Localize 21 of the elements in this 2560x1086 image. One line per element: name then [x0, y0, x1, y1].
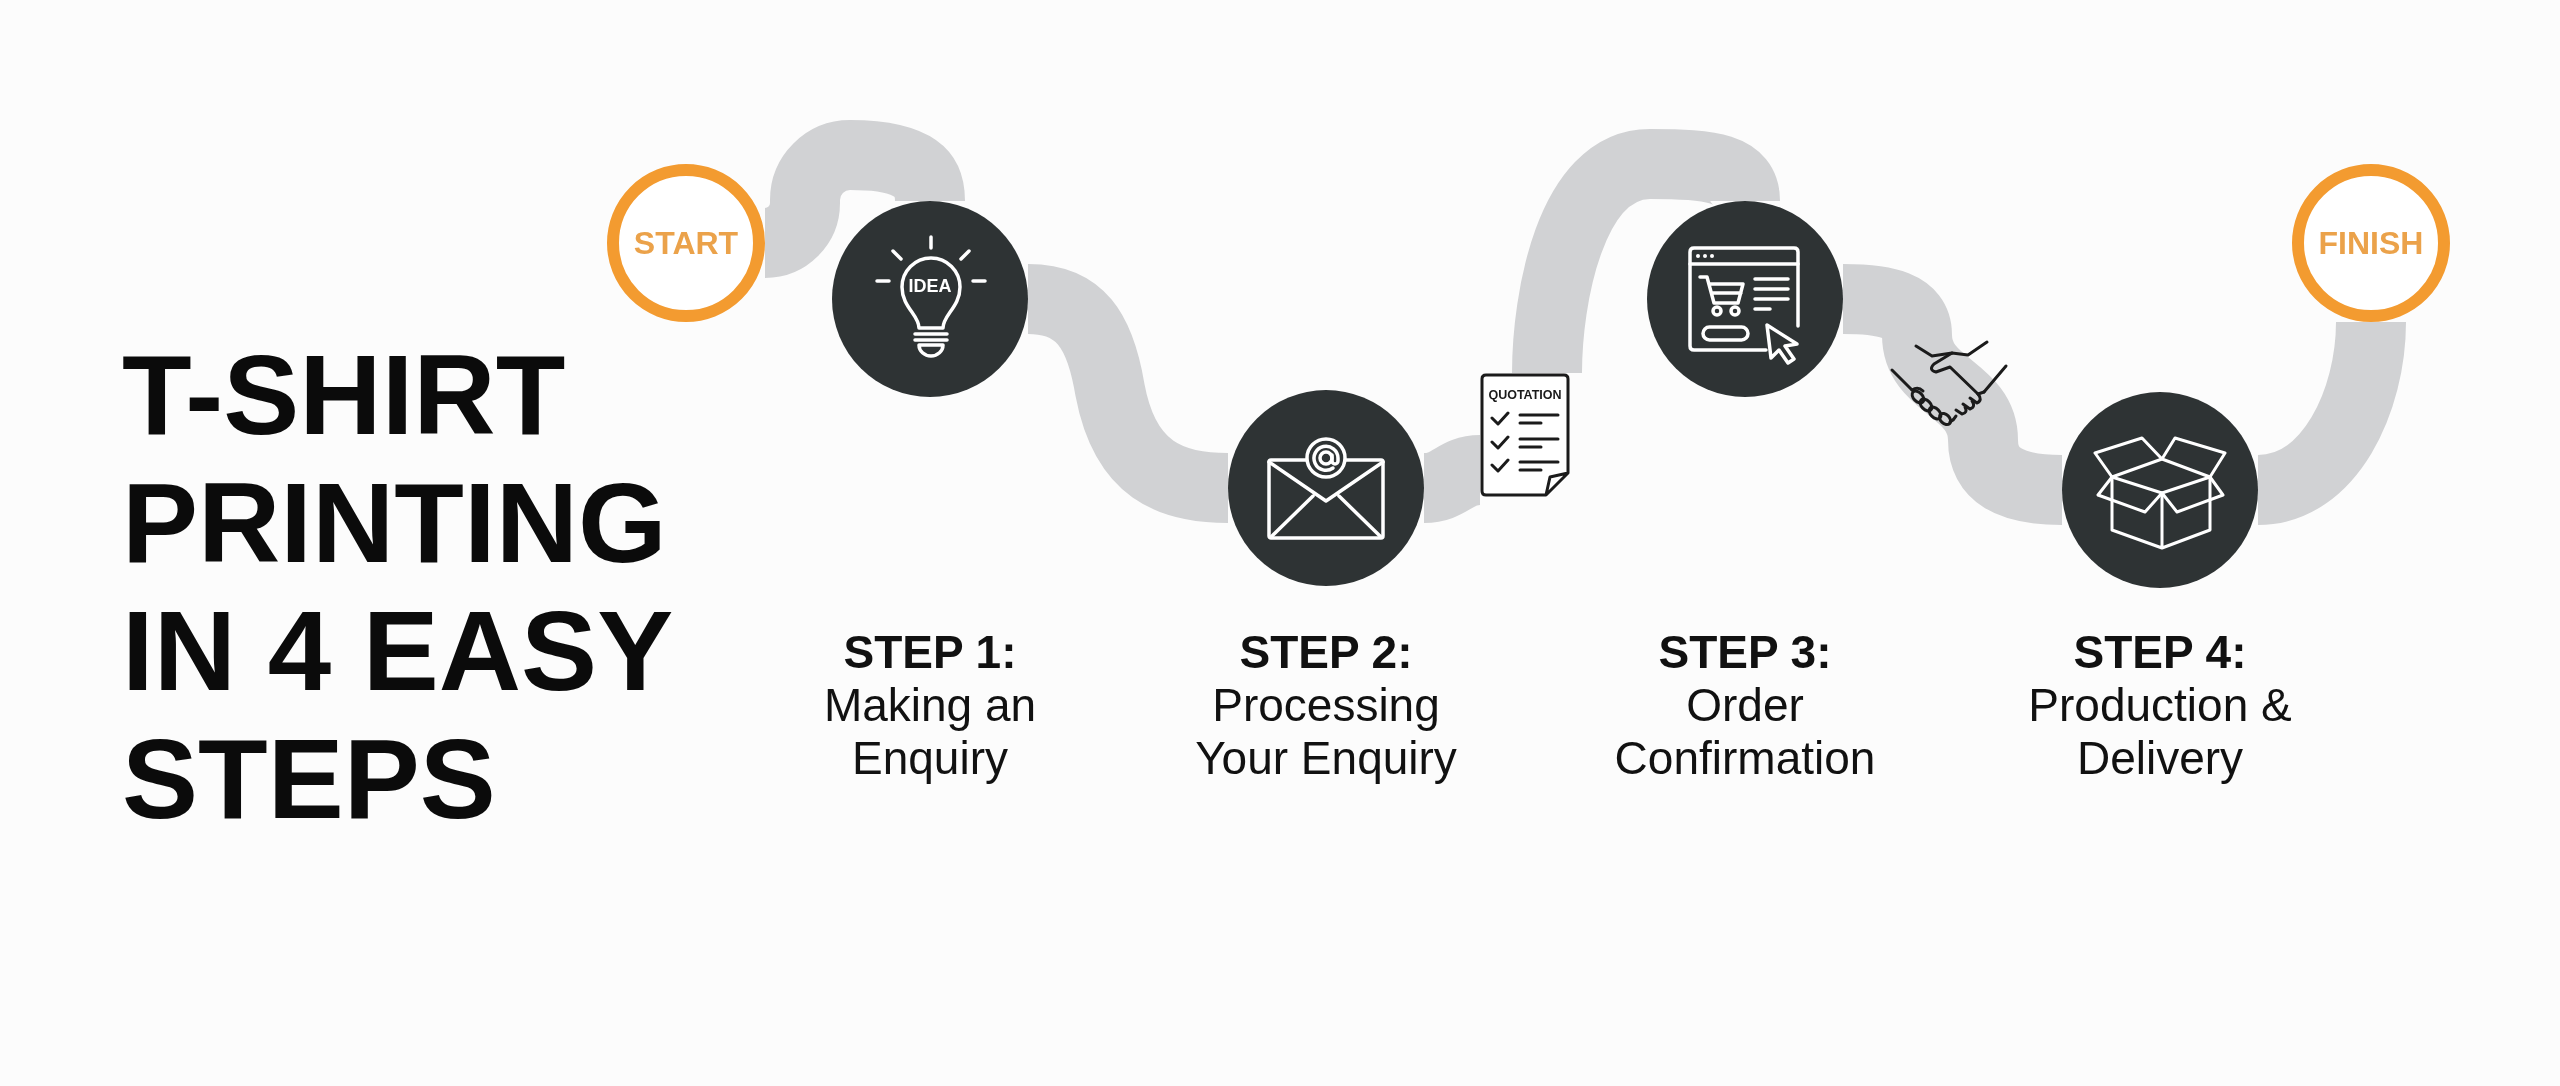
- path-connector: [1948, 437, 2063, 525]
- bulb-label: IDEA: [908, 277, 952, 295]
- step-heading: STEP 4:: [2073, 626, 2247, 679]
- step-description: Production & Delivery: [2027, 679, 2293, 785]
- step-description: Making an Enquiry: [822, 679, 1038, 785]
- path-connector: [1842, 264, 1952, 341]
- step-heading: STEP 2:: [1239, 626, 1413, 679]
- step-description: Order Confirmation: [1613, 679, 1877, 785]
- path-connector: [1422, 435, 1483, 523]
- step-description: Processing Your Enquiry: [1194, 679, 1458, 785]
- step-heading: STEP 3:: [1658, 626, 1832, 679]
- path-connector: [1026, 264, 1229, 523]
- step-heading: STEP 1:: [843, 626, 1017, 679]
- document-heading: QUOTATION: [1488, 389, 1562, 402]
- page-title: T-SHIRT PRINTING IN 4 EASY STEPS: [122, 331, 673, 843]
- quotation-document: [1480, 373, 1570, 497]
- finish-label: FINISH: [2318, 227, 2424, 259]
- start-label: START: [633, 227, 739, 259]
- path-connector: [1512, 129, 1780, 374]
- handshake-icon: [1880, 335, 2020, 440]
- path-connector: [762, 120, 965, 278]
